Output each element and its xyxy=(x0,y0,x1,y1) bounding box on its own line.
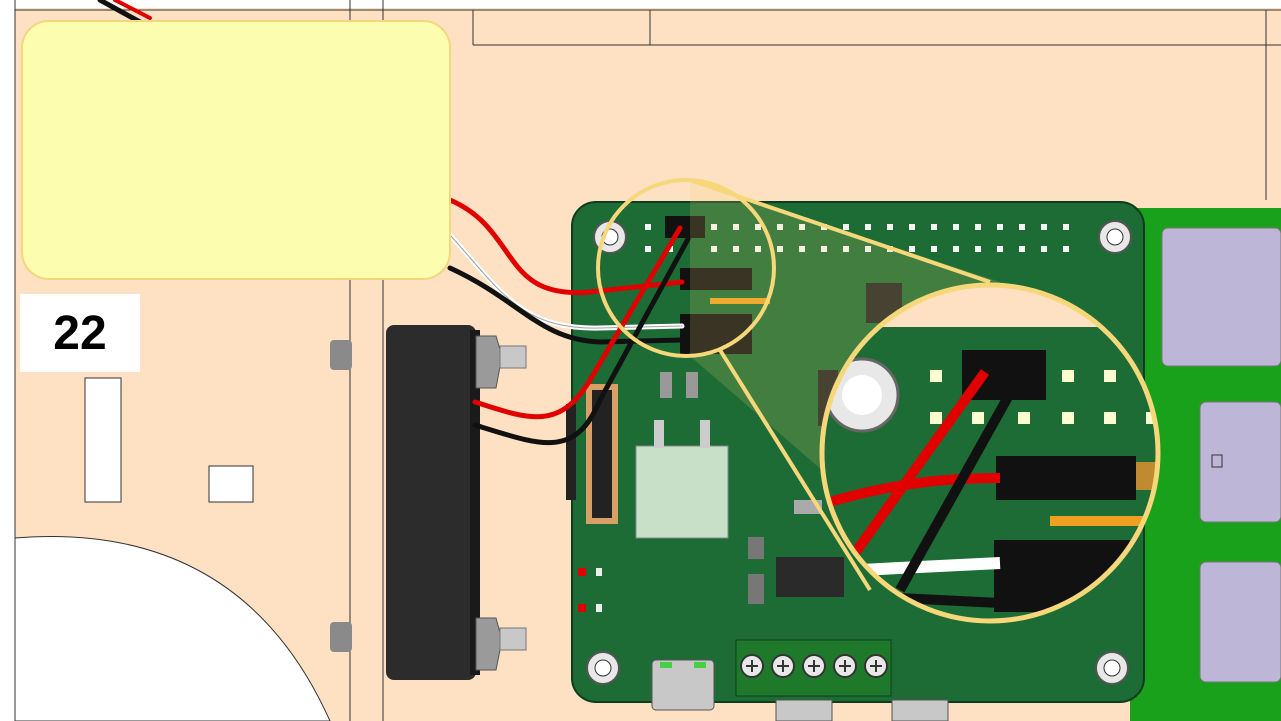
step-number: 22 xyxy=(20,294,140,372)
fan-wires xyxy=(97,0,697,445)
fan-part xyxy=(330,325,527,680)
terminal-block xyxy=(735,639,949,721)
callout-box xyxy=(21,20,451,280)
